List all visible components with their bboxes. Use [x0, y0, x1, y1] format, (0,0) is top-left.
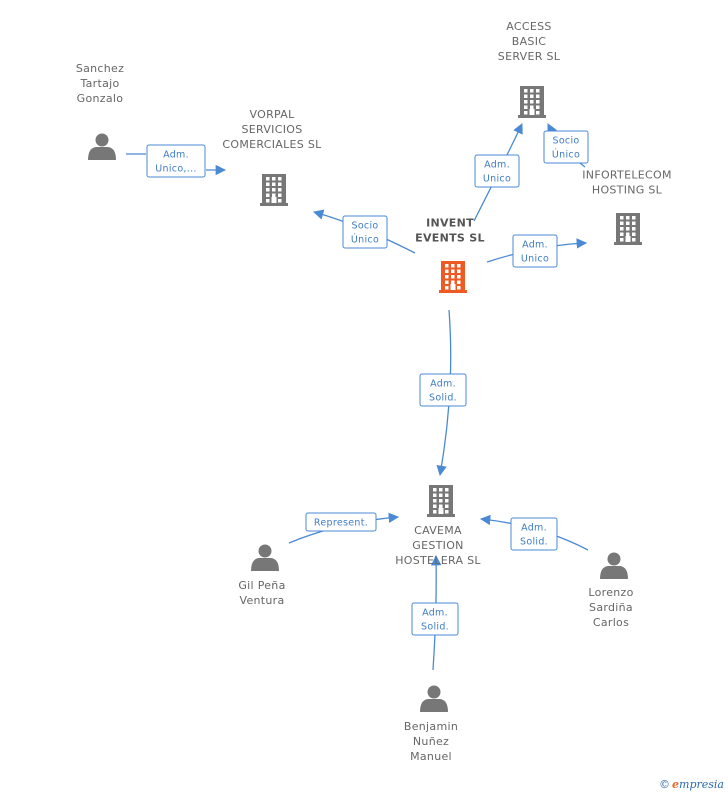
edge-label-text: Adm.	[521, 523, 547, 534]
node-label: Nuñez	[413, 735, 449, 748]
edge-invent-access: Adm. Unico	[473, 123, 523, 222]
node-label: SERVER SL	[498, 50, 561, 63]
edge-sanchez-vorpal: Adm. Unico,...	[126, 144, 225, 178]
edge-label-text: Adm.	[522, 240, 548, 251]
edge-label-text: Adm.	[422, 608, 448, 619]
node-access[interactable]: ACCESS BASIC SERVER SL	[498, 20, 561, 118]
edge-label-box[interactable]	[305, 512, 377, 532]
edge-label-box[interactable]	[512, 234, 558, 268]
node-label: Gonzalo	[77, 92, 124, 105]
node-label: HOSTING SL	[592, 184, 663, 197]
edge-label-text: Adm.	[430, 379, 456, 390]
edge-label-box[interactable]	[411, 602, 459, 636]
node-label: Carlos	[593, 616, 629, 629]
edge-label-box[interactable]	[146, 144, 206, 178]
node-label: Gil Peña	[238, 579, 285, 592]
node-infortelecom[interactable]: INFORTELECOM HOSTING SL	[582, 169, 671, 246]
node-label: BASIC	[512, 35, 546, 48]
node-label: INFORTELECOM	[582, 169, 671, 182]
node-label: Tartajo	[79, 77, 119, 90]
node-label: Sanchez	[76, 62, 124, 75]
node-label: EVENTS SL	[415, 232, 485, 245]
edge-label-box[interactable]	[419, 373, 467, 407]
node-label: Manuel	[410, 750, 452, 763]
building-icon	[427, 485, 455, 517]
edge-benjamin-cavema: Adm. Solid.	[411, 554, 459, 671]
edge-gil-cavema: Represent.	[288, 512, 400, 544]
edge-label-box[interactable]	[342, 215, 388, 249]
edge-label-text: Único	[552, 149, 580, 161]
building-icon	[518, 86, 546, 118]
brand-logo-text: mpresia	[679, 778, 724, 791]
person-icon	[600, 552, 628, 579]
brand-footer: ©empresia	[659, 778, 724, 791]
node-vorpal[interactable]: VORPAL SERVICIOS COMERCIALES SL	[222, 108, 322, 206]
edge-label-text: Solid.	[421, 622, 449, 633]
node-invent[interactable]: INVENT EVENTS SL	[415, 217, 485, 294]
node-label: VORPAL	[249, 108, 295, 121]
edge-label-text: Adm.	[484, 160, 510, 171]
node-label: Benjamin	[404, 720, 458, 733]
building-icon	[260, 174, 288, 206]
node-label: SERVICIOS	[241, 123, 302, 136]
copyright-symbol: ©	[659, 778, 671, 791]
edge-label-text: Solid.	[429, 393, 457, 404]
edge-label-box[interactable]	[510, 517, 558, 551]
edge-lorenzo-cavema: Adm. Solid.	[479, 514, 589, 551]
person-icon	[251, 544, 279, 571]
edge-invent-infortelecom: Adm. Unico	[486, 234, 588, 268]
brand-logo-initial: e	[672, 778, 680, 791]
edge-label-box[interactable]	[474, 154, 520, 188]
node-label: Lorenzo	[588, 586, 633, 599]
building-icon	[439, 261, 467, 293]
node-label: GESTION	[412, 539, 463, 552]
edge-invent-cavema: Adm. Solid.	[419, 309, 467, 477]
node-label: ACCESS	[506, 20, 551, 33]
edge-label-text: Solid.	[520, 537, 548, 548]
edge-label-box[interactable]	[543, 130, 589, 164]
edge-line	[126, 153, 225, 170]
node-label: Ventura	[239, 594, 284, 607]
node-label: INVENT	[426, 217, 474, 230]
edge-label-text: Único	[351, 234, 379, 246]
edge-label-text: Socio	[552, 136, 579, 147]
edge-label-text: Socio	[351, 221, 378, 232]
edge-label-text: Unico,...	[155, 164, 196, 175]
edge-label-text: Represent.	[314, 518, 368, 529]
node-label: COMERCIALES SL	[222, 138, 322, 151]
node-label: CAVEMA	[414, 524, 462, 537]
node-label: Sardiña	[589, 601, 633, 614]
node-cavema[interactable]: CAVEMA GESTION HOSTELERA SL	[395, 485, 481, 567]
person-icon	[420, 685, 448, 712]
edge-label-text: Unico	[483, 174, 511, 185]
building-icon	[614, 213, 642, 245]
edge-label-text: Unico	[521, 254, 549, 265]
edge-label-text: Adm.	[163, 150, 189, 161]
node-label: HOSTELERA SL	[395, 554, 481, 567]
person-icon	[88, 133, 116, 160]
